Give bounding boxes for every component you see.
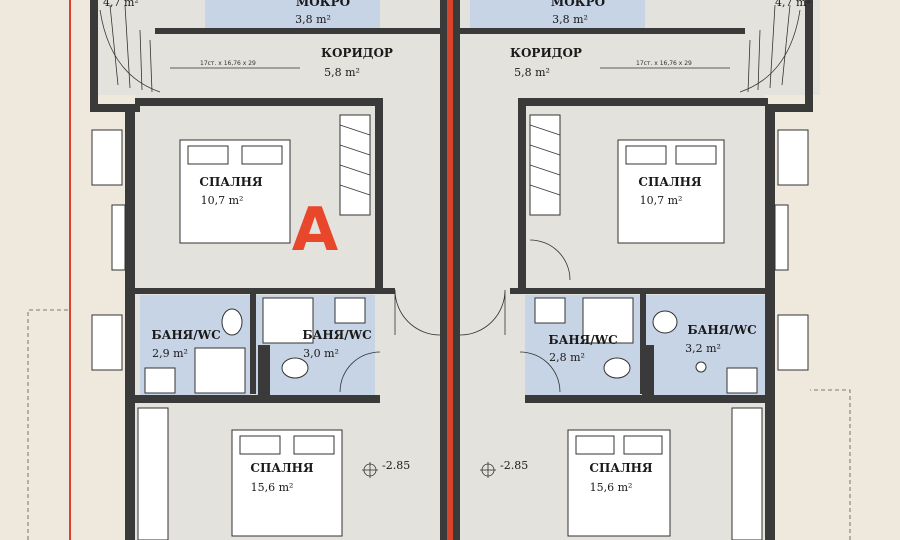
wardrobe <box>731 407 763 540</box>
door-swing <box>339 351 381 393</box>
wall <box>805 0 813 112</box>
wet-right-area: 3,8 m² <box>552 13 588 26</box>
window <box>777 129 809 186</box>
toilet <box>281 357 309 379</box>
unit-marker: A <box>292 195 339 265</box>
wet-room-left <box>205 0 380 30</box>
wardrobe <box>137 407 169 540</box>
wall <box>125 104 135 540</box>
level-left: -2.85 <box>382 459 410 472</box>
bath-l1-name: БАНЯ/WC <box>151 328 220 342</box>
toilet <box>652 310 678 334</box>
wall <box>525 395 770 403</box>
shower-tray <box>194 347 246 394</box>
bed-tl-name: СПАЛНЯ <box>199 175 263 189</box>
terrace-left-area: 4,7 m² <box>103 0 139 9</box>
corridor-left-area: 5,8 m² <box>324 66 360 79</box>
bed-tr-name: СПАЛНЯ <box>638 175 702 189</box>
level-right: -2.85 <box>500 459 528 472</box>
shower-tray <box>262 297 314 344</box>
washbasin <box>144 367 176 394</box>
pillow <box>239 435 281 455</box>
door-swing <box>529 239 571 281</box>
wall <box>510 288 770 294</box>
terrace-left <box>90 0 160 95</box>
wet-room-right <box>470 0 645 30</box>
bath-r1-name: БАНЯ/WC <box>548 333 617 347</box>
wall <box>135 395 380 403</box>
wet-right-name: МОКРО <box>551 0 605 9</box>
bed-tl-area: 10,7 m² <box>201 194 244 207</box>
bed-br-area: 15,6 m² <box>590 481 633 494</box>
toilet <box>603 357 631 379</box>
wall <box>518 98 526 288</box>
wall <box>640 294 646 394</box>
corridor-right-name: КОРИДОР <box>510 46 582 60</box>
washbasin <box>726 367 758 394</box>
bath-l1-area: 2,9 m² <box>152 347 188 360</box>
wall <box>135 288 395 294</box>
pillow <box>623 435 663 455</box>
wall <box>518 98 768 106</box>
stairs-left <box>99 4 300 93</box>
pillow <box>293 435 335 455</box>
wall <box>90 0 98 112</box>
stairs-left-note: 17ст. x 16,76 x 29 <box>200 60 256 67</box>
wall <box>642 345 654 395</box>
floor-drain <box>695 361 707 373</box>
pillow <box>625 145 667 165</box>
washbasin <box>534 297 566 324</box>
toilet <box>221 308 243 336</box>
corridor-right-area: 5,8 m² <box>514 66 550 79</box>
bed-bl-area: 15,6 m² <box>251 481 294 494</box>
pillow <box>675 145 717 165</box>
stairs-right <box>600 4 801 93</box>
bath-r2-area: 3,2 m² <box>685 342 721 355</box>
dashed-outline-left <box>27 309 70 540</box>
bed-bl-name: СПАЛНЯ <box>250 461 314 475</box>
wet-left-area: 3,8 m² <box>295 13 331 26</box>
corridor-left-name: КОРИДОР <box>321 46 393 60</box>
bed-tr-area: 10,7 m² <box>640 194 683 207</box>
door-swing <box>394 289 441 336</box>
wall <box>258 345 270 395</box>
terrace-right-area: 4,7 m² <box>775 0 811 9</box>
wall <box>155 28 440 34</box>
window <box>777 314 809 371</box>
window <box>91 129 123 186</box>
shower-tray <box>582 297 634 344</box>
wall <box>90 104 140 112</box>
window <box>91 314 123 371</box>
window <box>111 204 126 271</box>
party-wall-core <box>447 0 453 540</box>
bath-l2-area: 3,0 m² <box>303 347 339 360</box>
bed-br-name: СПАЛНЯ <box>589 461 653 475</box>
pillow <box>575 435 615 455</box>
pillow <box>241 145 283 165</box>
stairs-right-note: 17ст. x 16,76 x 29 <box>636 60 692 67</box>
wall <box>765 104 813 112</box>
wall <box>375 98 383 288</box>
wardrobe <box>339 114 371 216</box>
wall <box>765 104 775 540</box>
level-marker-left <box>362 462 378 478</box>
wall <box>250 294 256 394</box>
washbasin <box>334 297 366 324</box>
bath-l2-name: БАНЯ/WC <box>302 328 371 342</box>
door-swing <box>459 289 506 336</box>
bath-r2-name: БАНЯ/WC <box>687 323 756 337</box>
dashed-outline-right <box>810 389 851 540</box>
wall <box>135 98 383 106</box>
level-marker-right <box>480 462 496 478</box>
pillow <box>187 145 229 165</box>
window <box>774 204 789 271</box>
wet-left-name: МОКРО <box>296 0 350 9</box>
wall <box>460 28 745 34</box>
bath-r1-area: 2,8 m² <box>549 351 585 364</box>
door-swing <box>519 351 561 393</box>
